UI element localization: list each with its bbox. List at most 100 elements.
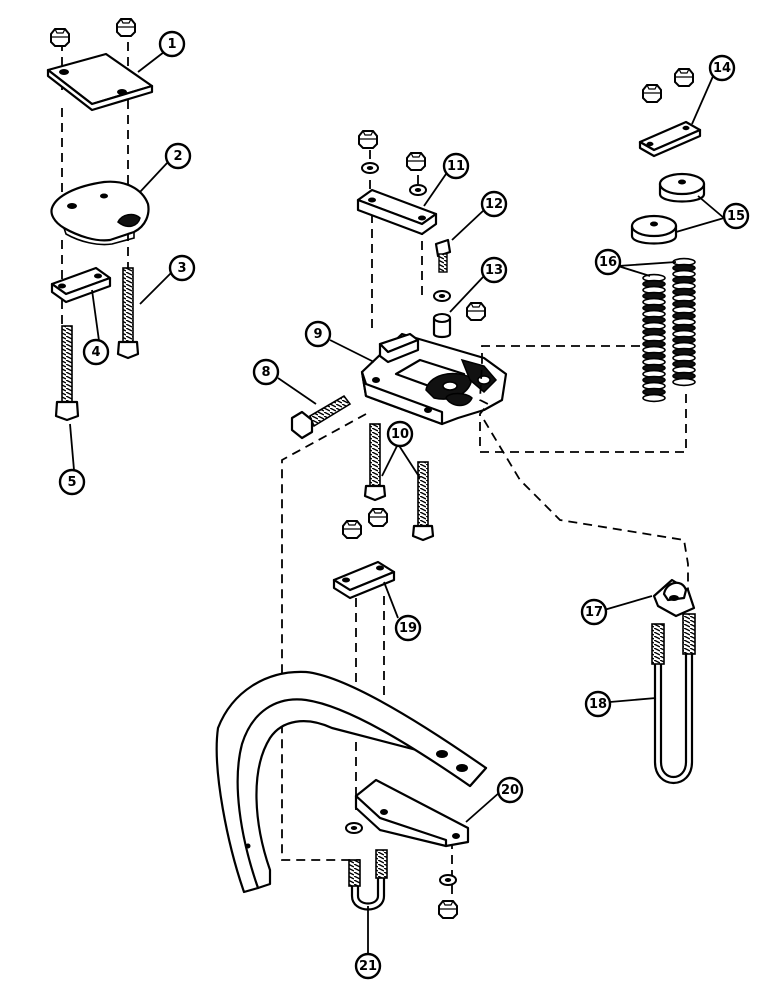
lower-center-line-b <box>383 596 453 900</box>
nut-left-top-a <box>50 28 70 47</box>
center-assembly <box>290 130 508 542</box>
callout-label: 10 <box>391 427 409 442</box>
callout-circle <box>708 54 736 82</box>
washer-part-13 <box>433 290 451 302</box>
callout-circle <box>158 30 186 58</box>
callout-circle <box>442 152 470 180</box>
nut-right-b <box>674 68 694 87</box>
bolt-part-5 <box>54 325 80 422</box>
callout-19: 19 <box>394 614 422 642</box>
plate-part-1 <box>46 52 154 112</box>
clip-part-17 <box>652 578 696 618</box>
left-assembly <box>46 18 154 422</box>
center-line-a <box>369 150 373 330</box>
callout-circle <box>496 776 524 804</box>
callout-15: 15 <box>722 202 750 230</box>
callout-20: 20 <box>496 776 524 804</box>
callout-label: 18 <box>589 697 607 712</box>
callout-label: 8 <box>261 365 270 380</box>
spacer-part-19 <box>332 560 396 600</box>
bolt-part-10a <box>363 423 387 502</box>
callout-label: 19 <box>399 621 417 636</box>
bolt-part-12 <box>434 238 452 273</box>
callout-3: 3 <box>168 254 196 282</box>
callout-circle <box>252 358 280 386</box>
lower-assembly <box>215 560 488 919</box>
spring-dash-line <box>479 345 687 453</box>
callout-circle <box>480 256 508 284</box>
callout-2: 2 <box>164 142 192 170</box>
cap-part-15b <box>630 214 678 245</box>
callout-8: 8 <box>252 358 280 386</box>
washer-center-b <box>409 184 427 196</box>
washer-part-20 <box>439 874 457 886</box>
plate-part-11 <box>356 188 438 236</box>
callout-circle <box>58 468 86 496</box>
callout-13: 13 <box>480 256 508 284</box>
left-frame-dash-line <box>281 413 367 861</box>
callout-circle <box>722 202 750 230</box>
callout-label: 2 <box>173 149 182 164</box>
callout-label: 15 <box>727 209 745 224</box>
nut-part-13 <box>466 302 486 321</box>
ubolt-dash-line <box>483 419 689 596</box>
callout-9: 9 <box>304 320 332 348</box>
bracket-part-9 <box>360 332 508 426</box>
callout-circle <box>480 190 508 218</box>
bracket-part-20 <box>354 778 470 848</box>
callout-circle <box>354 952 382 980</box>
nut-center-top-b <box>406 152 426 171</box>
callout-label: 3 <box>177 261 186 276</box>
washer-lower <box>345 822 363 834</box>
right-assembly <box>281 68 706 861</box>
bolt-part-10b <box>411 461 435 542</box>
callout-14: 14 <box>708 54 736 82</box>
casting-part-2 <box>50 180 150 246</box>
shank-tine <box>215 670 488 894</box>
nut-left-top-b <box>116 18 136 37</box>
callout-1: 1 <box>158 30 186 58</box>
callout-label: 17 <box>585 605 603 620</box>
callout-5: 5 <box>58 468 86 496</box>
callout-12: 12 <box>480 190 508 218</box>
callout-label: 20 <box>501 783 519 798</box>
callout-circle <box>594 248 622 276</box>
callout-4: 4 <box>82 338 110 366</box>
callout-circle <box>394 614 422 642</box>
nut-center-top-a <box>358 130 378 149</box>
callout-circle <box>82 338 110 366</box>
callout-label: 4 <box>91 345 100 360</box>
leader-lines <box>69 51 725 956</box>
bushing-part-13 <box>432 313 452 339</box>
callout-circle <box>580 598 608 626</box>
springs-part-16 <box>642 257 696 403</box>
cap-part-15a <box>658 172 706 203</box>
callout-circle <box>164 142 192 170</box>
callout-label: 16 <box>599 255 617 270</box>
callout-21: 21 <box>354 952 382 980</box>
callout-18: 18 <box>584 690 612 718</box>
callout-circle <box>168 254 196 282</box>
callout-11: 11 <box>442 152 470 180</box>
spacer-part-4 <box>50 266 112 304</box>
callout-label: 14 <box>713 61 731 76</box>
callout-circle <box>386 420 414 448</box>
callout-circle <box>304 320 332 348</box>
plate-part-14 <box>638 120 702 158</box>
nut-part-20 <box>438 900 458 919</box>
callout-label: 5 <box>67 475 76 490</box>
callout-label: 11 <box>447 159 465 174</box>
callout-16: 16 <box>594 248 622 276</box>
callout-circle <box>584 690 612 718</box>
callout-17: 17 <box>580 598 608 626</box>
callout-label: 1 <box>167 37 176 52</box>
callout-label: 9 <box>313 327 322 342</box>
callout-10: 10 <box>386 420 414 448</box>
nut-right-a <box>642 84 662 103</box>
callout-label: 21 <box>359 959 377 974</box>
bolt-part-3 <box>116 267 140 360</box>
callout-label: 13 <box>485 263 503 278</box>
ubolt-part-21 <box>348 849 388 911</box>
